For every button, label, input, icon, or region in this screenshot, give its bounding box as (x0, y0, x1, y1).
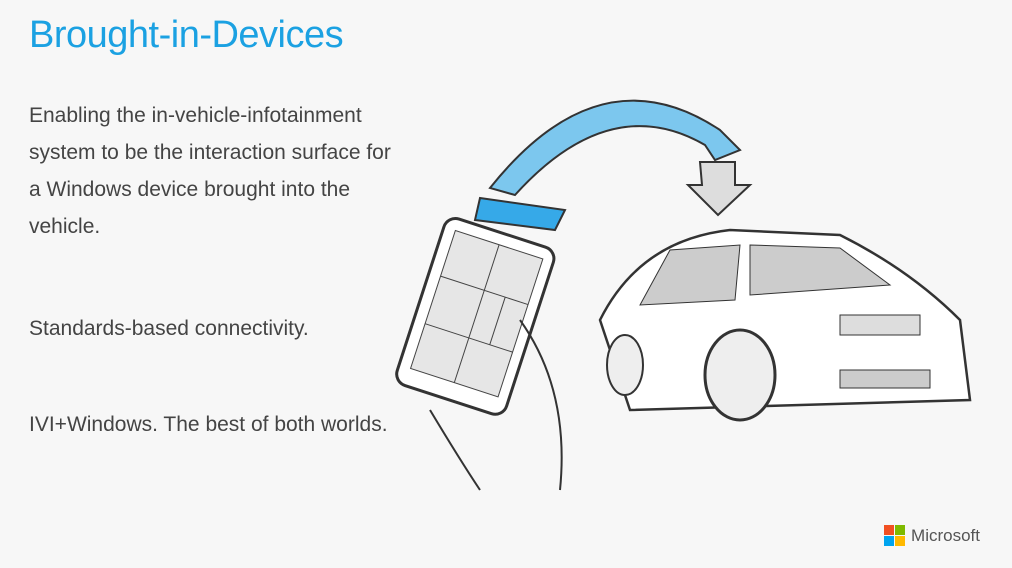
page-title: Brought-in-Devices (29, 14, 344, 56)
microsoft-logo: Microsoft (884, 525, 980, 546)
phone-to-car-illustration (395, 99, 972, 491)
description-paragraph: Enabling the in-vehicle-infotainment sys… (29, 104, 391, 238)
ivi-windows-paragraph: IVI+Windows. The best of both worlds. (29, 413, 388, 436)
microsoft-logo-icon (884, 525, 906, 546)
brand-name: Microsoft (911, 525, 980, 545)
connectivity-paragraph: Standards-based connectivity. (29, 317, 309, 340)
